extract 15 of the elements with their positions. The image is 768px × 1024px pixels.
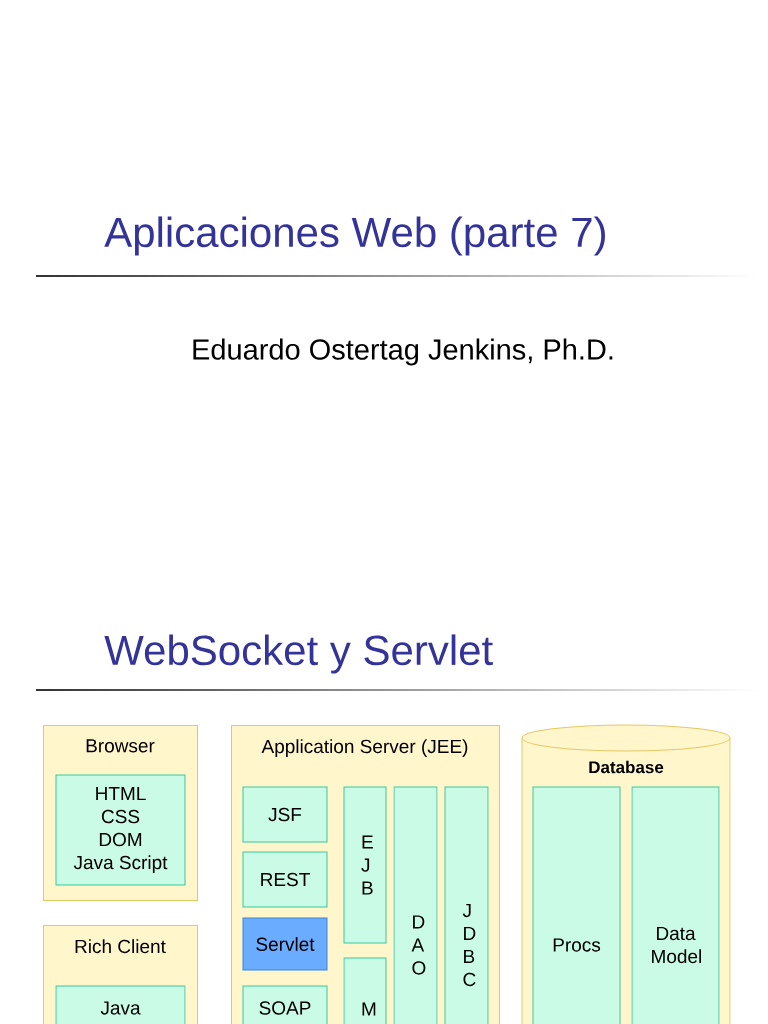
slide-title: Aplicaciones Web (parte 7) <box>104 216 605 256</box>
slide-title: WebSocket y Servlet <box>104 634 493 674</box>
component-box: REST <box>242 851 328 908</box>
component-box: JSF <box>242 786 328 843</box>
component-box: D A O <box>393 786 438 1024</box>
component-box: Data Model <box>631 786 720 1024</box>
component-box: Procs <box>532 786 621 1024</box>
author-name: Eduardo Ostertag Jenkins, Ph.D. <box>193 338 613 366</box>
component-box: J D B C <box>444 786 489 1024</box>
component-box: M <box>343 957 387 1024</box>
component-box: SOAP <box>242 985 328 1024</box>
component-box: Servlet <box>242 917 328 971</box>
component-box: HTML CSS DOM Java Script <box>55 774 186 886</box>
component-box: Java <box>55 985 186 1024</box>
component-box: E J B <box>343 786 387 944</box>
